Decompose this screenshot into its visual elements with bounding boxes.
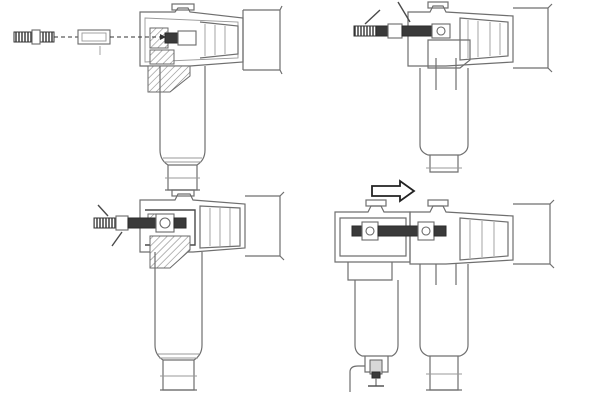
panel-step-1 xyxy=(13,3,283,191)
bolt-icon xyxy=(353,25,377,37)
right-arrow-icon xyxy=(371,179,416,203)
panel-step-3 xyxy=(93,189,285,391)
panel-step-2 xyxy=(353,1,553,173)
panel-step-4 xyxy=(334,179,555,392)
